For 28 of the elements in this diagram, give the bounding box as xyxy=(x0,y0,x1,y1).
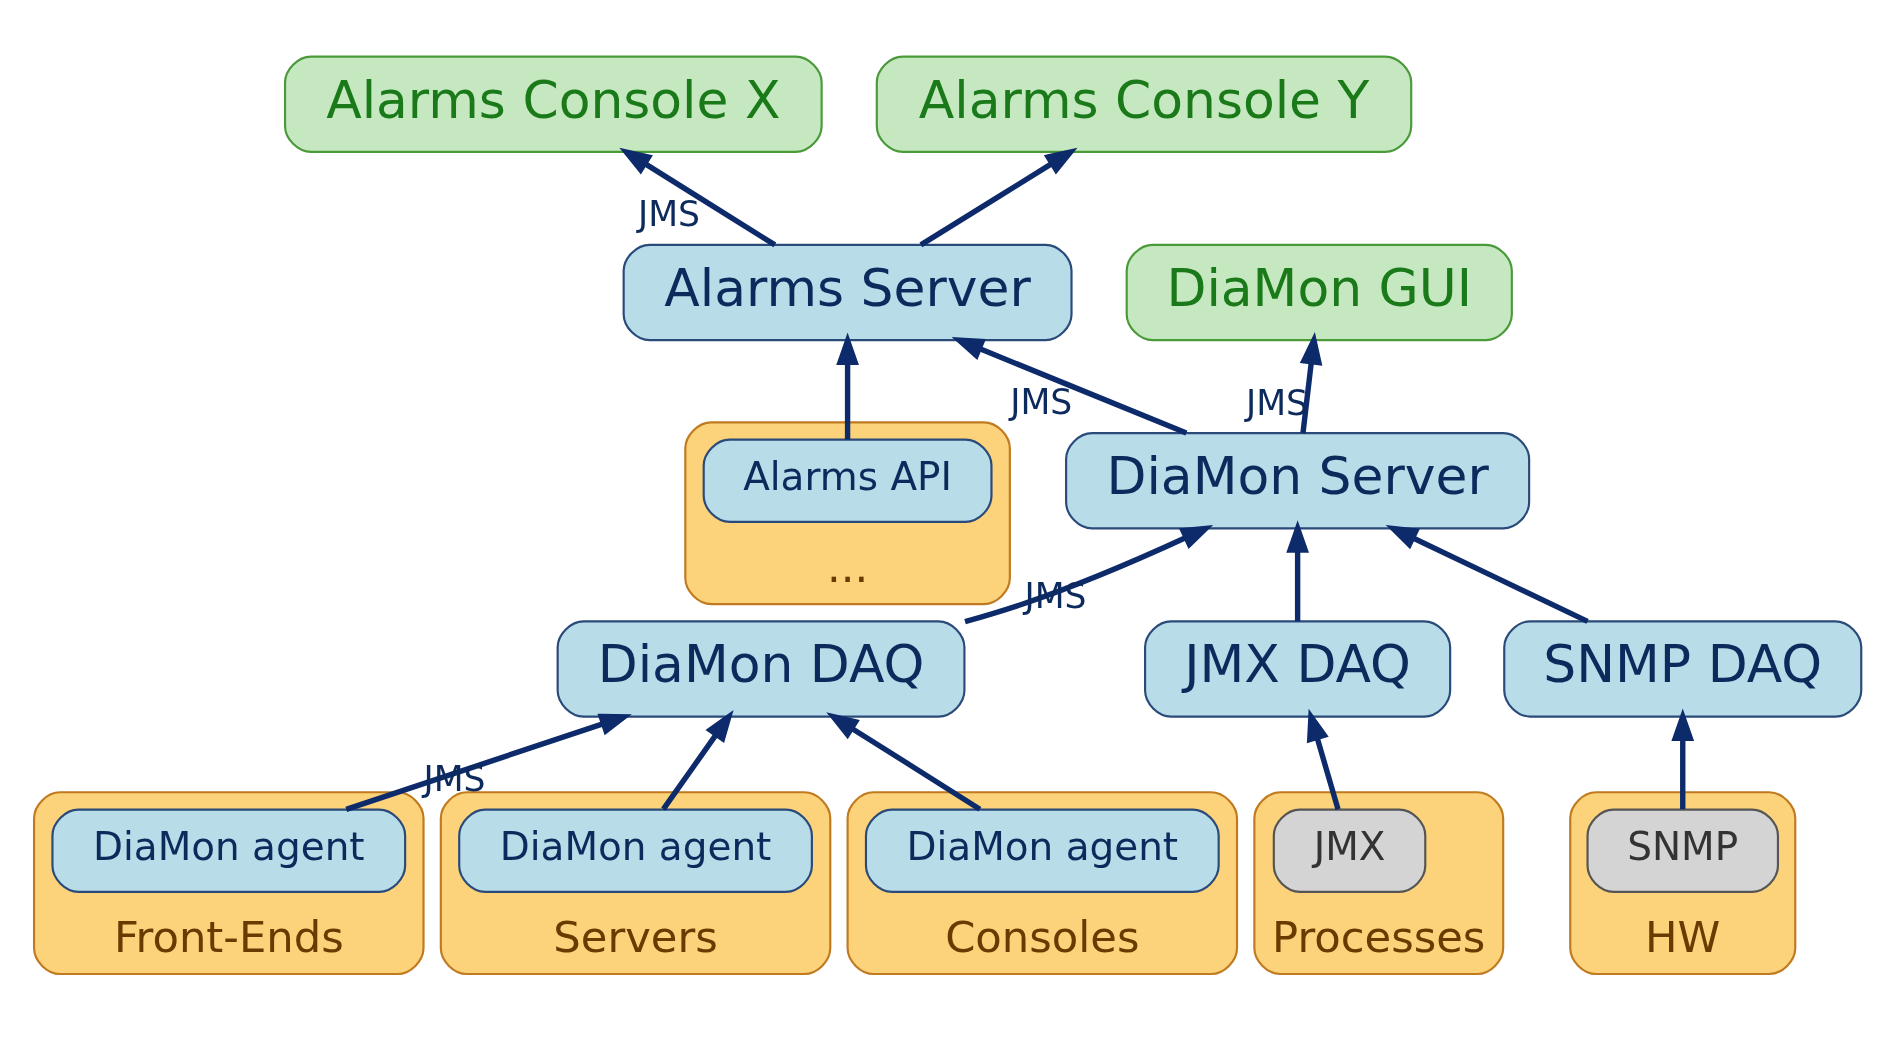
node-box: JMX DAQ xyxy=(1144,620,1452,718)
edge-label: JMS xyxy=(1010,382,1073,423)
node-box: Alarms Console X xyxy=(283,55,823,153)
node-box: Alarms API xyxy=(702,438,993,523)
node-box: Alarms Console Y xyxy=(875,55,1413,153)
arrow xyxy=(826,712,982,812)
arrow xyxy=(619,147,777,248)
node-box: Alarms Server xyxy=(622,243,1073,342)
node-box: DiaMon DAQ xyxy=(556,620,966,718)
node-box: SNMP DAQ xyxy=(1503,620,1863,718)
node-box: JMX xyxy=(1272,808,1427,893)
arrow xyxy=(1671,708,1695,810)
arrow xyxy=(345,713,632,812)
arrow xyxy=(919,147,1078,248)
arrow xyxy=(951,337,1188,436)
node-box: DiaMon agent xyxy=(864,808,1220,893)
node-box: DiaMon agent xyxy=(458,808,813,893)
arrow xyxy=(1299,332,1323,434)
node-box: DiaMon agent xyxy=(51,808,407,893)
arrow xyxy=(1286,520,1309,622)
edge-label: JMS xyxy=(637,194,700,234)
node-box: SNMP xyxy=(1586,808,1780,893)
arrow xyxy=(964,524,1214,625)
arrow xyxy=(836,332,859,440)
arrow xyxy=(1385,524,1589,624)
node-box: DiaMon GUI xyxy=(1125,243,1513,342)
arrow xyxy=(661,709,734,811)
node-box: DiaMon Server xyxy=(1065,432,1531,530)
